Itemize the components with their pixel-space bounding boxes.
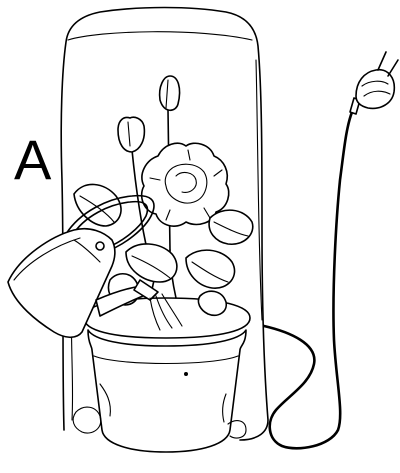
figure-label: A bbox=[14, 132, 51, 188]
flower-pot bbox=[73, 298, 250, 452]
plug-prong-1 bbox=[378, 52, 386, 70]
plug-prong-2 bbox=[388, 60, 398, 76]
power-cord bbox=[264, 52, 398, 448]
